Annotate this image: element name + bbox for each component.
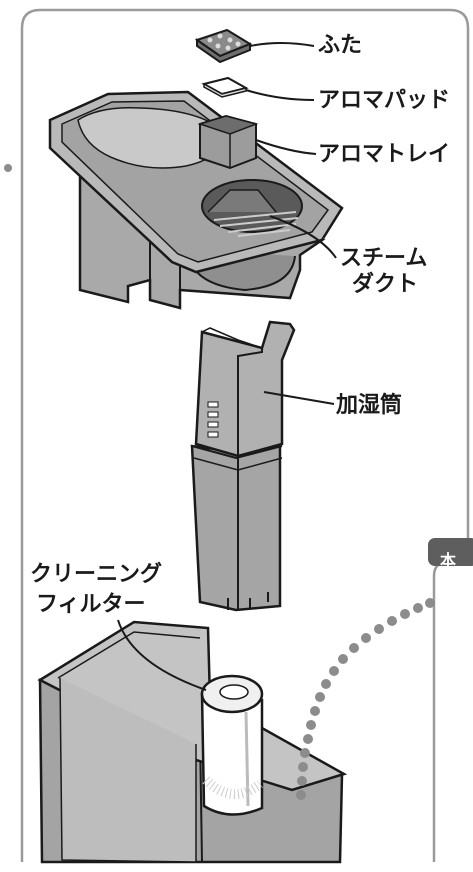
label-steam-duct-line2: ダクト [352, 272, 419, 297]
leader-tube [263, 391, 335, 405]
dotted-arc [296, 598, 435, 800]
tank-part [37, 620, 348, 864]
side-panel-tab-label: 本 [440, 551, 457, 570]
cleaning-filter-part [200, 674, 264, 816]
leader-aroma-tray [255, 139, 317, 155]
label-filter-line2: フィルター [36, 592, 146, 617]
leader-steam-duct [269, 215, 337, 259]
steam-duct-part [48, 90, 344, 310]
leader-lines [117, 42, 337, 691]
label-lid: ふた [318, 33, 363, 58]
aroma-pad-part [201, 76, 249, 98]
label-filter-line1: クリーニング [30, 562, 163, 587]
label-aroma-tray: アロマトレイ [318, 142, 451, 167]
aroma-tray-part [197, 114, 259, 170]
humidifying-tube-part [190, 320, 296, 612]
label-aroma-pad: アロマパッド [318, 88, 451, 113]
label-steam-duct-line1: スチーム [340, 246, 428, 271]
leader-lid [249, 42, 315, 47]
side-panel-frame [432, 560, 473, 862]
label-humidifying-tube: 加湿筒 [336, 393, 403, 418]
leader-filter [117, 619, 207, 691]
leader-aroma-pad [245, 89, 315, 101]
side-panel-tab [428, 538, 473, 566]
main-frame [20, 8, 470, 862]
frame-dot [4, 164, 12, 172]
lid-part [194, 28, 253, 64]
